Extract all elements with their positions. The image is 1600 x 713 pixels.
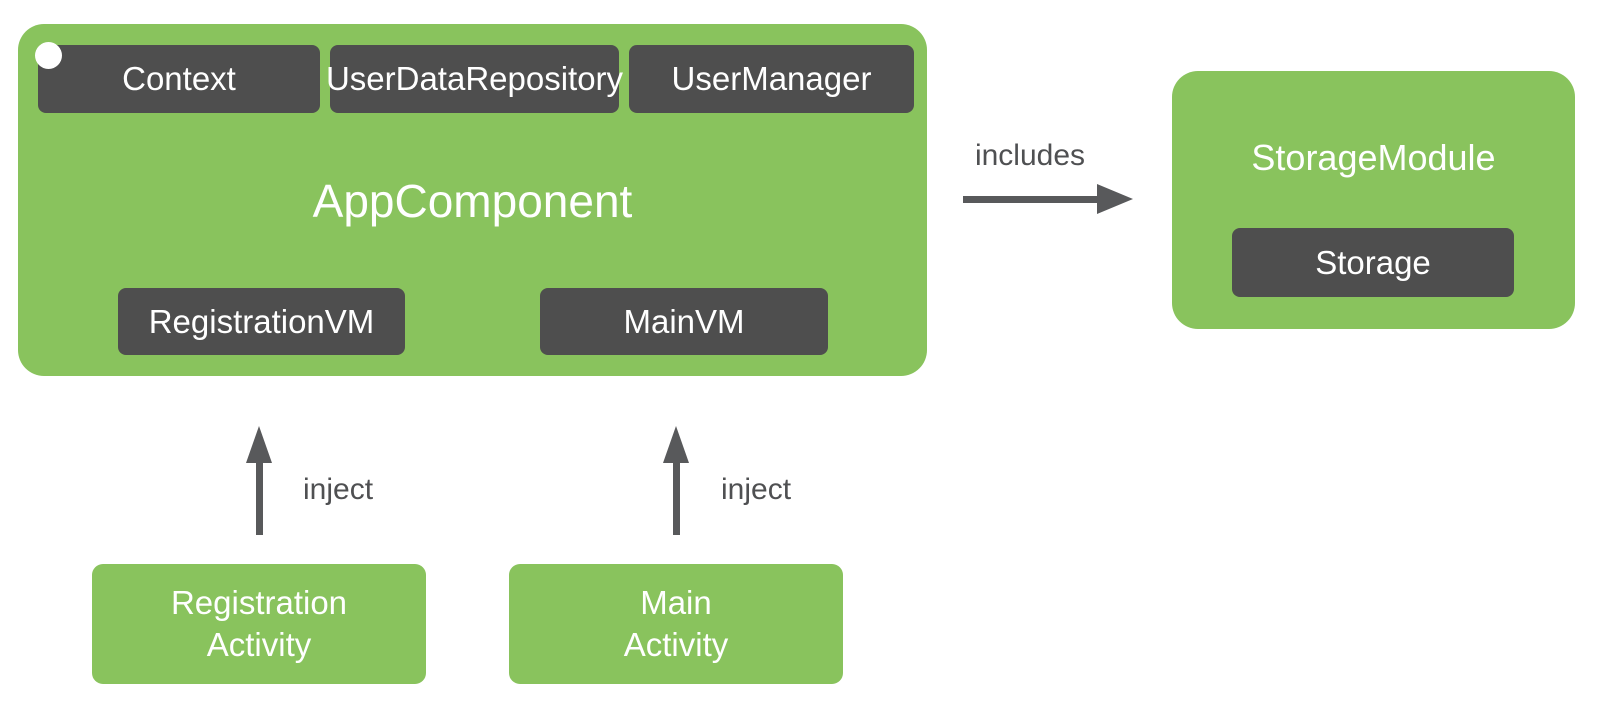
component-scope-dot <box>35 42 62 69</box>
viewmodel-chip-mainvm: MainVM <box>540 288 828 355</box>
inject-label-main: inject <box>721 473 792 506</box>
activity-box-registration: Registration Activity <box>92 564 426 684</box>
activity-box-main: Main Activity <box>509 564 843 684</box>
dependency-chip-userdatarepository: UserDataRepository <box>326 45 623 113</box>
includes-arrowhead-icon <box>1097 184 1133 214</box>
viewmodel-chip-registrationvm: RegistrationVM <box>118 288 405 355</box>
dependency-chip-usermanager: UserManager <box>629 45 914 113</box>
storage-module-title: StorageModule <box>1251 137 1496 178</box>
dependency-chip-context: Context <box>38 45 320 113</box>
app-component-title: AppComponent <box>312 175 633 227</box>
inject-arrow-shaft-main <box>673 461 680 535</box>
storage-module-box: StorageModule Storage <box>1172 71 1575 329</box>
app-component-box: Context UserDataRepository UserManager A… <box>18 24 927 376</box>
inject-arrowhead-main-icon <box>663 426 689 463</box>
includes-arrow-shaft <box>963 196 1099 203</box>
inject-label-registration: inject <box>303 473 374 506</box>
inject-arrowhead-registration-icon <box>246 426 272 463</box>
includes-label: includes <box>974 139 1086 172</box>
inject-arrow-shaft-registration <box>256 461 263 535</box>
binding-chip-storage: Storage <box>1232 228 1514 297</box>
